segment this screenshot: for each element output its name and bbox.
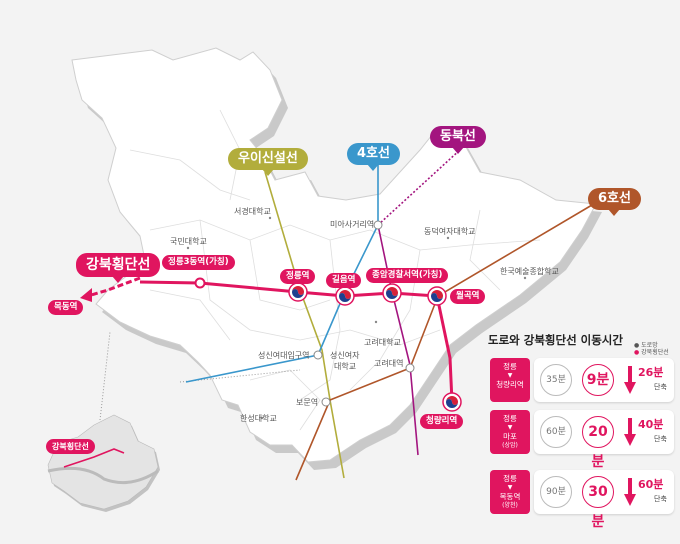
gangbuk-extension-path <box>87 276 141 298</box>
place-label: 고려대역 <box>374 359 404 368</box>
taegeuk-station-icon <box>288 282 308 302</box>
place-label: 보문역 <box>296 398 319 407</box>
station-marker <box>405 363 415 373</box>
saved-time: 26분 <box>638 366 664 379</box>
travel-row: 정릉▼마포(상암) 60분 20분 40분 단축 <box>486 410 676 470</box>
line-time: 9분 <box>582 364 614 396</box>
gangbuk-path <box>139 280 454 403</box>
legend-line: ● 강북횡단선 <box>634 349 669 356</box>
saved-unit: 단축 <box>654 383 667 391</box>
station-marker <box>313 350 323 360</box>
place-label: 성신여자 <box>330 351 360 360</box>
place-label: 한성대학교 <box>240 414 277 423</box>
place-label: 서경대학교 <box>234 207 271 216</box>
saved-unit: 단축 <box>654 495 667 503</box>
station-label-gireum: 길음역 <box>326 273 362 288</box>
line-time: 20분 <box>582 416 614 470</box>
panel-title: 도로와 강북횡단선 이동시간 <box>488 333 623 347</box>
seoul-outline <box>47 414 160 512</box>
taegeuk-station-icon <box>427 286 447 306</box>
line6-tag: 6호선 <box>588 188 641 216</box>
station-marker-jeongneung3 <box>194 277 206 289</box>
travel-row: 정릉▼청량리역 35분 9분 26분 단축 <box>486 358 676 402</box>
inset-label: 강북횡단선 <box>46 439 95 454</box>
taegeuk-station-icon <box>382 283 402 303</box>
gangbuk-arrowhead <box>80 288 92 302</box>
gangbuk-tag: 강북횡단선 <box>76 253 161 283</box>
down-arrow-icon <box>624 418 636 446</box>
saved-time: 40분 <box>638 418 664 431</box>
station-marker <box>321 397 331 407</box>
district-boundary <box>71 47 597 463</box>
station-label-jeongneung: 정릉역 <box>280 269 316 284</box>
line4-tag: 4호선 <box>347 143 400 171</box>
place-label: 고려대학교 <box>364 338 401 347</box>
taegeuk-station-icon <box>335 286 355 306</box>
road-time: 35분 <box>540 364 572 396</box>
time-card: 35분 9분 26분 단축 <box>534 358 674 402</box>
station-label-jongam: 종암경찰서역(가칭) <box>366 268 449 283</box>
time-card: 60분 20분 40분 단축 <box>534 410 674 470</box>
route-box: 정릉▼마포(상암) <box>490 410 530 454</box>
saved-time: 60분 <box>638 478 664 491</box>
line-time: 30분 <box>582 476 614 530</box>
seoul-inset-map: 강북횡단선 <box>34 405 164 515</box>
place-label: 국민대학교 <box>170 237 207 246</box>
place-label: 미아사거리역 <box>330 220 375 229</box>
taegeuk-station-icon <box>442 392 462 412</box>
wooi-line-path <box>264 171 345 479</box>
road-time: 90분 <box>540 476 572 508</box>
place-label: 성신여대입구역 <box>258 351 310 360</box>
station-label-jeongneung3: 정릉3동역(가칭) <box>162 255 235 270</box>
inset-link <box>179 369 301 383</box>
route-box: 정릉▼목동역(양천) <box>490 470 530 514</box>
place-dots <box>186 216 527 420</box>
wooi-line-tag: 우이신설선 <box>228 148 308 176</box>
station-label-cheongnyangni: 청량리역 <box>420 414 464 429</box>
dongbuk-tag: 동북선 <box>430 126 486 154</box>
time-card: 90분 30분 60분 단축 <box>534 470 674 530</box>
place-label: 한국예술종합학교 <box>500 267 559 276</box>
down-arrow-icon <box>624 478 636 506</box>
station-marker <box>373 220 383 230</box>
road-time: 60분 <box>540 416 572 448</box>
place-label: 대학교 <box>334 362 357 371</box>
travel-time-panel: 도로와 강북횡단선 이동시간 ● 도로망 ● 강북횡단선 정릉▼청량리역 35분… <box>486 330 676 530</box>
station-label-wolgok: 월곡역 <box>450 289 486 304</box>
route-box: 정릉▼청량리역 <box>490 358 530 402</box>
saved-unit: 단축 <box>654 435 667 443</box>
dongbuk-path <box>377 224 419 456</box>
place-label: 동덕여자대학교 <box>424 227 476 236</box>
legend-road: ● 도로망 <box>634 342 658 349</box>
dongbuk-path <box>377 147 463 226</box>
travel-row: 정릉▼목동역(양천) 90분 30분 60분 단축 <box>486 470 676 530</box>
down-arrow-icon <box>624 366 636 394</box>
station-label-mokdong: 목동역 <box>48 300 84 315</box>
